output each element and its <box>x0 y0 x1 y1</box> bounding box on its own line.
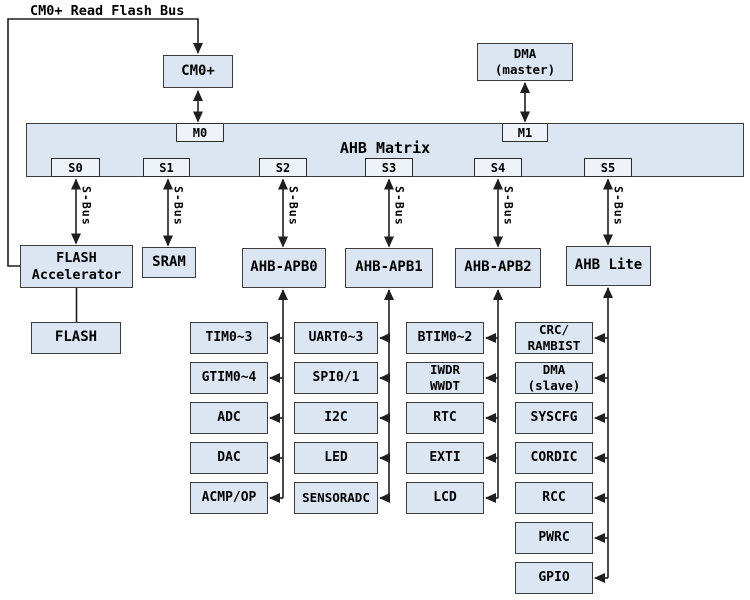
block-ahb-apb0: AHB-APB0 <box>242 248 326 288</box>
block-rtc: RTC <box>406 402 484 434</box>
block-dma-master: DMA (master) <box>477 43 573 81</box>
block-syscfg: SYSCFG <box>515 402 593 434</box>
flash-bus-label: CM0+ Read Flash Bus <box>30 3 185 19</box>
block-gpio: GPIO <box>515 562 593 594</box>
port-s3: S3 <box>365 158 413 177</box>
block-ahb-apb1: AHB-APB1 <box>345 248 433 288</box>
block-sensoradc: SENSORADC <box>294 482 378 514</box>
port-s1: S1 <box>143 158 190 177</box>
block-lcd: LCD <box>406 482 484 514</box>
port-s4: S4 <box>474 158 522 177</box>
block-ahb-lite: AHB Lite <box>566 246 651 286</box>
block-dma-slave: DMA (slave) <box>515 362 593 394</box>
block-iwdr-wwdt: IWDR WWDT <box>406 362 484 394</box>
block-spi0-1: SPI0/1 <box>294 362 378 394</box>
sbus-label-s2: S-Bus <box>286 186 301 226</box>
sbus-label-s1: S-Bus <box>171 186 186 226</box>
block-led: LED <box>294 442 378 474</box>
block-i2c: I2C <box>294 402 378 434</box>
block-cordic: CORDIC <box>515 442 593 474</box>
port-s5: S5 <box>584 158 632 177</box>
block-acmp-op: ACMP/OP <box>190 482 268 514</box>
sbus-label-s0: S-Bus <box>79 186 94 226</box>
block-crc-rambist: CRC/ RAMBIST <box>515 322 593 354</box>
block-adc: ADC <box>190 402 268 434</box>
block-uart0-3: UART0~3 <box>294 322 378 354</box>
block-gtim0-4: GTIM0~4 <box>190 362 268 394</box>
port-s0: S0 <box>51 158 100 177</box>
block-cm0-plus: CM0+ <box>163 55 233 88</box>
ahb-matrix-label: AHB Matrix <box>339 139 431 157</box>
sbus-label-s3: S-Bus <box>392 186 407 226</box>
block-flash-accelerator: FLASH Accelerator <box>20 245 133 288</box>
sbus-label-s5: S-Bus <box>611 186 626 226</box>
block-tim0-3: TIM0~3 <box>190 322 268 354</box>
block-btim0-2: BTIM0~2 <box>406 322 484 354</box>
block-rcc: RCC <box>515 482 593 514</box>
block-flash: FLASH <box>31 322 121 354</box>
block-exti: EXTI <box>406 442 484 474</box>
sbus-label-s4: S-Bus <box>501 186 516 226</box>
block-dac: DAC <box>190 442 268 474</box>
block-sram: SRAM <box>142 247 196 278</box>
port-s2: S2 <box>259 158 307 177</box>
port-m1: M1 <box>502 123 548 142</box>
block-pwrc: PWRC <box>515 522 593 554</box>
block-ahb-apb2: AHB-APB2 <box>455 248 541 288</box>
port-m0: M0 <box>176 123 224 142</box>
